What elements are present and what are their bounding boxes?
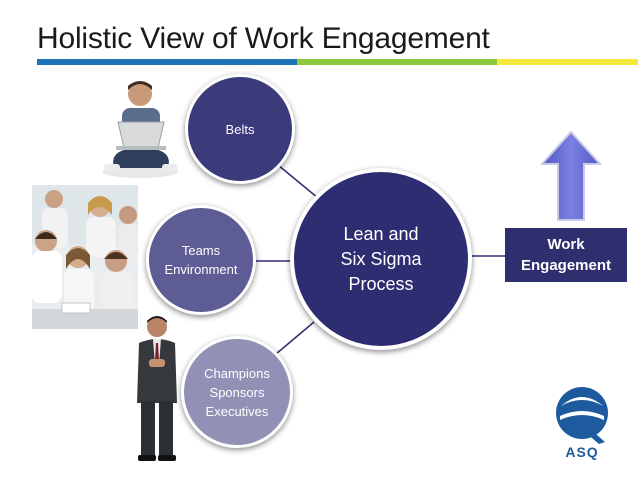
laptop-person-photo — [102, 81, 178, 178]
lean-six-sigma-label: Lean and Six Sigma Process — [340, 223, 422, 294]
work-engagement-box: Work Engagement — [505, 228, 627, 282]
teams-environment-label: Teams Environment — [164, 243, 238, 277]
lean-six-sigma-circle: Lean and Six Sigma Process — [290, 168, 472, 350]
title-underline — [37, 59, 638, 65]
connector-champions — [275, 321, 315, 355]
slide-title: Holistic View of Work Engagement — [37, 22, 490, 55]
asq-logo-text: ASQ — [565, 444, 599, 460]
connector-belts — [277, 164, 319, 199]
champions-circle: Champions Sponsors Executives — [181, 336, 293, 448]
up-arrow-icon — [540, 130, 602, 221]
team-group-photo — [32, 185, 138, 329]
champions-label: Champions Sponsors Executives — [204, 365, 270, 419]
businessman-photo — [137, 316, 177, 461]
belts-circle: Belts — [185, 74, 295, 184]
belts-label: Belts — [225, 121, 255, 137]
asq-logo-icon — [556, 387, 608, 444]
title-bar-blue — [37, 59, 297, 65]
title-bar-green — [297, 59, 497, 65]
title-bar-yellow — [497, 59, 638, 65]
teams-environment-circle: Teams Environment — [146, 205, 256, 315]
